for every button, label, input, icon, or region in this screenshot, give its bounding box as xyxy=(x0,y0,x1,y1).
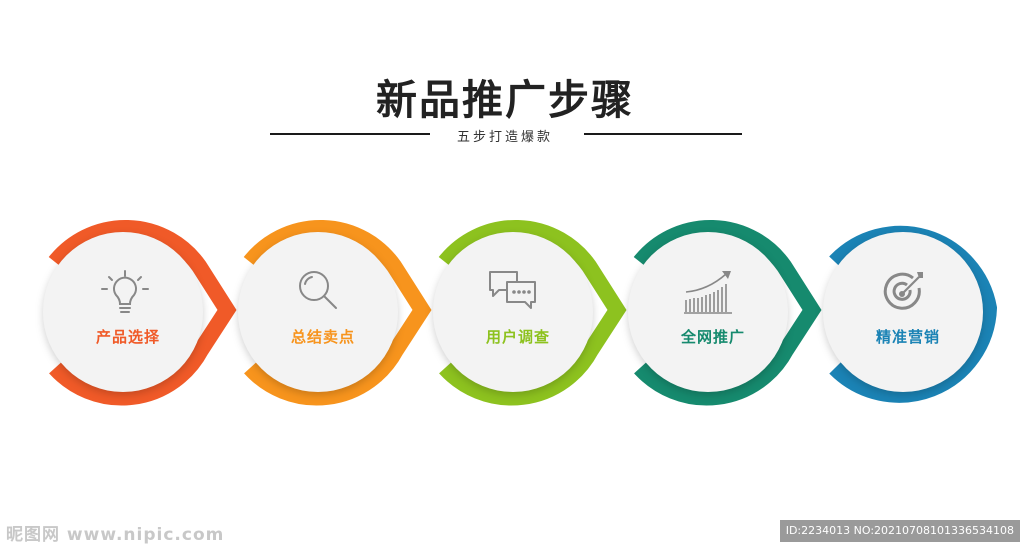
step-label: 全网推广 xyxy=(680,328,745,346)
step-5-ring xyxy=(823,225,998,403)
step-5: 精准营销 xyxy=(821,220,1021,404)
step-3-ring xyxy=(433,219,627,406)
watermark-right: ID:2234013 NO:20210708101336534108 xyxy=(779,520,1020,542)
watermark-left: 昵图网 www.nipic.com xyxy=(6,525,225,545)
growth-chart-icon xyxy=(684,271,732,314)
step-label: 用户调查 xyxy=(485,328,550,346)
step-label: 精准营销 xyxy=(875,328,940,346)
step-2: 总结卖点 xyxy=(236,219,436,406)
title-rule-right xyxy=(584,133,742,135)
step-4: 全网推广 xyxy=(626,219,826,406)
target-icon xyxy=(883,272,923,310)
step-3: 用户调查 xyxy=(431,219,631,406)
title-rule-left xyxy=(270,133,430,135)
step-label: 总结卖点 xyxy=(290,328,355,346)
step-1: 产品选择 xyxy=(41,219,241,406)
page-subtitle: 五步打造爆款 xyxy=(456,130,553,145)
magnifier-icon xyxy=(299,271,337,309)
step-2-ring xyxy=(238,219,432,406)
lightbulb-icon xyxy=(101,270,149,313)
page-title: 新品推广步骤 xyxy=(376,76,634,124)
step-label: 产品选择 xyxy=(95,328,160,346)
step-4-ring xyxy=(628,219,822,406)
chat-bubbles-icon xyxy=(489,271,536,309)
